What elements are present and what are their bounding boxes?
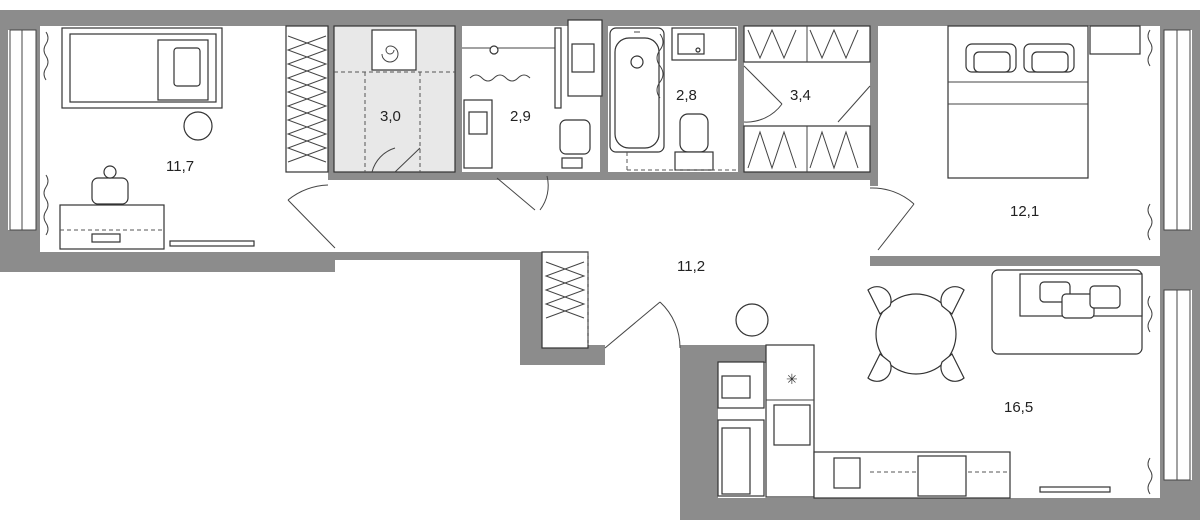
curtain-icon: [1147, 295, 1153, 333]
sofa-icon: [991, 269, 1143, 355]
curtain-icon: [43, 31, 49, 81]
bathroom: 2,8: [609, 27, 737, 171]
dining-table-icon: [867, 286, 965, 382]
tv-icon: [169, 240, 255, 247]
hall: 11,2: [541, 251, 705, 349]
lamp-icon: [735, 303, 769, 337]
area-kitchen-living: 16,5: [1004, 399, 1033, 416]
wardrobe-icon: [541, 251, 589, 349]
shower-icon: [489, 45, 499, 55]
tv-icon: [1039, 486, 1111, 493]
area-wardrobe-hall: 3,4: [790, 87, 811, 104]
toilet-icon: [559, 119, 591, 169]
bedroom-left: 11,7: [43, 25, 336, 250]
area-bedroom-left: 11,7: [166, 158, 194, 175]
desk-icon: [59, 204, 165, 250]
area-storage: 3,0: [380, 108, 401, 125]
bed-icon: [61, 27, 223, 109]
wardrobe-icon: [285, 25, 329, 173]
side-table-icon: [183, 111, 213, 141]
storage-room: 3,0: [333, 25, 456, 173]
area-bedroom-right: 12,1: [1010, 203, 1039, 220]
area-hall: 11,2: [677, 258, 705, 275]
windows: [9, 29, 1191, 481]
kitchen-living: ✳ 16,5: [717, 269, 1153, 499]
wardrobe-hall: 3,4: [743, 25, 871, 173]
wc-room: 2,9: [462, 19, 603, 211]
walls: [0, 10, 1200, 520]
bedroom-right: 12,1: [869, 25, 1153, 251]
side-table-icon: [1089, 25, 1141, 55]
area-bathroom: 2,8: [676, 87, 697, 104]
chair-icon: [91, 165, 129, 205]
kitchen-counter-icon: ✳: [765, 344, 1011, 499]
boiler-icon: [381, 45, 399, 63]
toilet-icon: [674, 113, 714, 171]
fridge-snowflake-icon: ✳: [786, 372, 798, 388]
curtain-icon: [1147, 29, 1153, 67]
bed-icon: [947, 25, 1089, 179]
area-wc: 2,9: [510, 108, 531, 125]
